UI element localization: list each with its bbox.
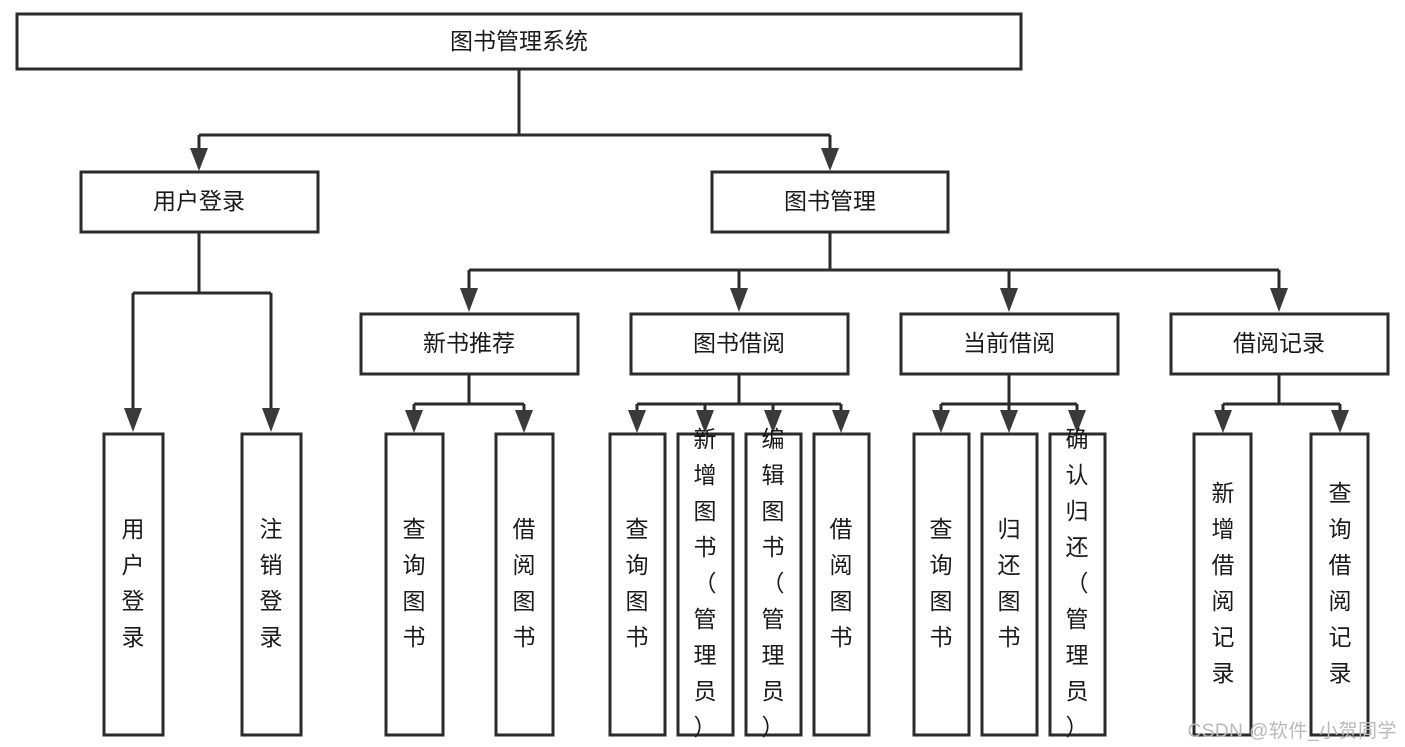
node-new-book-recommend[interactable]: 新书推荐: [359, 312, 580, 376]
arrow-to-leaf-edit-book: [764, 410, 782, 433]
node-leaf-add-record-label: 新增借阅记录: [1212, 480, 1235, 686]
node-leaf-borrow-book-1-box[interactable]: [494, 432, 555, 737]
node-leaf-query-book-2[interactable]: 查询图书: [608, 432, 667, 737]
node-leaf-add-book-box[interactable]: [676, 432, 735, 737]
node-leaf-query-book-2-box[interactable]: [608, 432, 667, 737]
node-leaf-add-record[interactable]: 新增借阅记录: [1192, 432, 1253, 737]
node-leaf-query-record-box[interactable]: [1309, 432, 1370, 737]
node-borrow-record-label: 借阅记录: [1233, 330, 1325, 356]
node-leaf-query-book-2-label: 查询图书: [626, 516, 649, 650]
node-leaf-return-book[interactable]: 归还图书: [980, 432, 1039, 737]
arrow-to-leaf-add-record: [1214, 410, 1232, 433]
node-leaf-confirm-return-box[interactable]: [1048, 432, 1107, 737]
node-leaf-confirm-return-label: 确认归还（管理员）: [1066, 426, 1089, 740]
arrow-to-leaf-return-book: [1000, 410, 1018, 433]
node-leaf-add-book-label: 新增图书（管理员）: [694, 426, 717, 740]
node-leaf-user-logout-label: 注销登录: [260, 516, 283, 650]
node-root-box[interactable]: [15, 12, 1023, 71]
node-book-management-label: 图书管理: [784, 188, 876, 214]
node-leaf-query-book-3-label: 查询图书: [930, 516, 953, 650]
node-leaf-edit-book-label: 编辑图书（管理员）: [762, 426, 785, 740]
node-leaf-query-record-label: 查询借阅记录: [1329, 480, 1352, 686]
node-book-management-box[interactable]: [710, 170, 950, 234]
node-new-book-recommend-label: 新书推荐: [423, 330, 515, 356]
node-current-borrow[interactable]: 当前借阅: [899, 312, 1120, 376]
node-leaf-query-book-3-box[interactable]: [912, 432, 971, 737]
arrow-to-leaf-query-book-1: [405, 410, 423, 433]
arrow-to-leaf-user-login: [124, 408, 142, 432]
node-user-login[interactable]: 用户登录: [79, 170, 320, 234]
arrow-to-borrow-record: [1270, 288, 1288, 312]
node-user-login-box[interactable]: [79, 170, 320, 234]
connector-layer: [124, 70, 1349, 433]
arrow-to-book-management: [821, 148, 839, 171]
arrow-to-leaf-query-book-3: [932, 410, 950, 433]
node-leaf-add-record-box[interactable]: [1192, 432, 1253, 737]
node-book-borrow-box[interactable]: [629, 312, 850, 376]
node-leaf-add-book[interactable]: 新增图书（管理员）: [676, 426, 735, 740]
node-leaf-borrow-book-2-box[interactable]: [812, 432, 871, 737]
node-leaf-borrow-book-2[interactable]: 借阅图书: [812, 432, 871, 737]
arrow-to-leaf-query-book-2: [628, 410, 646, 433]
node-root-label: 图书管理系统: [450, 28, 588, 54]
node-book-management[interactable]: 图书管理: [710, 170, 950, 234]
node-leaf-user-login-box[interactable]: [102, 432, 165, 737]
node-leaf-edit-book[interactable]: 编辑图书（管理员）: [744, 426, 803, 740]
arrow-to-leaf-user-logout: [262, 408, 280, 432]
arrow-to-leaf-borrow-book-2: [832, 410, 850, 433]
node-new-book-recommend-box[interactable]: [359, 312, 580, 376]
node-leaf-borrow-book-1[interactable]: 借阅图书: [494, 432, 555, 737]
node-leaf-confirm-return[interactable]: 确认归还（管理员）: [1048, 426, 1107, 740]
node-borrow-record[interactable]: 借阅记录: [1169, 312, 1390, 376]
arrow-to-leaf-confirm-return: [1068, 410, 1086, 433]
node-leaf-user-login[interactable]: 用户登录: [102, 432, 165, 737]
node-root[interactable]: 图书管理系统: [15, 12, 1023, 71]
node-leaf-query-book-1-box[interactable]: [384, 432, 445, 737]
arrow-to-leaf-query-record: [1331, 410, 1349, 433]
node-book-borrow-label: 图书借阅: [693, 330, 785, 356]
node-leaf-user-logout[interactable]: 注销登录: [240, 432, 303, 737]
node-leaf-user-login-label: 用户登录: [122, 516, 145, 650]
node-leaf-borrow-book-1-label: 借阅图书: [513, 516, 536, 650]
node-leaf-query-book-3[interactable]: 查询图书: [912, 432, 971, 737]
arrow-to-leaf-borrow-book-1: [515, 410, 533, 433]
node-leaf-edit-book-box[interactable]: [744, 432, 803, 737]
arrow-to-new-book-recommend: [460, 288, 478, 312]
arrow-to-user-login: [190, 148, 208, 171]
arrow-to-book-borrow: [730, 288, 748, 312]
node-current-borrow-label: 当前借阅: [963, 330, 1055, 356]
node-borrow-record-box[interactable]: [1169, 312, 1390, 376]
csdn-watermark: CSDN @软件_小贺同学: [1187, 721, 1397, 742]
arrow-to-leaf-add-book: [696, 410, 714, 433]
arrow-to-current-borrow: [1000, 288, 1018, 312]
node-current-borrow-box[interactable]: [899, 312, 1120, 376]
node-book-borrow[interactable]: 图书借阅: [629, 312, 850, 376]
node-leaf-user-logout-box[interactable]: [240, 432, 303, 737]
node-leaf-query-book-1-label: 查询图书: [403, 516, 426, 650]
node-leaf-return-book-label: 归还图书: [998, 516, 1021, 650]
node-leaf-query-book-1[interactable]: 查询图书: [384, 432, 445, 737]
node-leaf-return-book-box[interactable]: [980, 432, 1039, 737]
node-leaf-query-record[interactable]: 查询借阅记录: [1309, 432, 1370, 737]
node-user-login-label: 用户登录: [153, 188, 245, 214]
node-leaf-borrow-book-2-label: 借阅图书: [830, 516, 853, 650]
